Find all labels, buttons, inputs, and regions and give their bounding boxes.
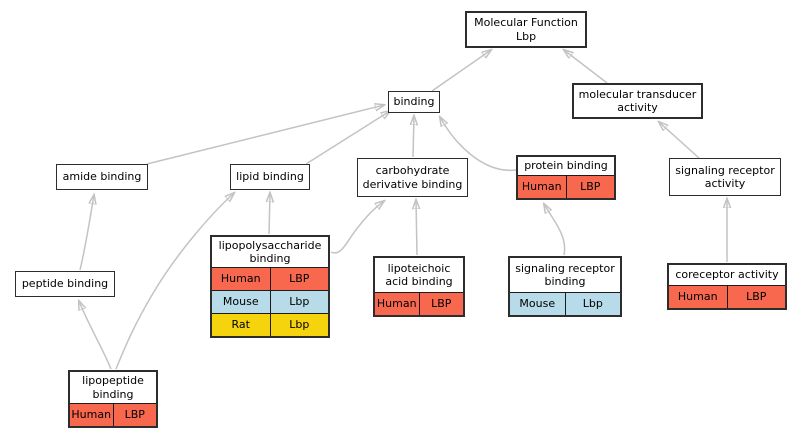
edge-lipoteichoic-acid-binding-to-carbohydrate-derivative-binding xyxy=(416,200,417,256)
node-carbohydrate-derivative-binding[interactable]: carbohydrate derivative binding xyxy=(357,158,468,197)
annotation-row-rat: Rat Lbp xyxy=(212,313,328,336)
node-lipid-binding[interactable]: lipid binding xyxy=(230,164,310,190)
gene-cell[interactable]: Lbp xyxy=(564,293,620,315)
node-amide-binding-label: amide binding xyxy=(62,170,142,184)
annotation-row-human: Human LBP xyxy=(669,285,785,308)
edge-peptide-binding-to-amide-binding xyxy=(79,195,94,271)
node-signaling-receptor-binding-label: signaling receptor binding xyxy=(515,261,615,288)
node-lipopolysaccharide-binding-title: lipopolysaccharide binding xyxy=(212,237,328,267)
edge-lipopeptide-binding-to-peptide-binding xyxy=(79,301,112,370)
gene-cell[interactable]: LBP xyxy=(269,268,328,290)
edge-lipopolysaccharide-binding-to-lipid-binding xyxy=(269,193,270,235)
annotation-row-human: Human LBP xyxy=(375,292,463,315)
species-cell: Rat xyxy=(212,314,270,336)
node-signaling-receptor-activity[interactable]: signaling receptor activity xyxy=(669,158,781,196)
species-cell: Mouse xyxy=(510,293,565,315)
species-cell: Human xyxy=(70,404,113,426)
node-carbohydrate-derivative-binding-label: carbohydrate derivative binding xyxy=(362,164,463,191)
gene-cell[interactable]: LBP xyxy=(112,404,156,426)
node-peptide-binding-label: peptide binding xyxy=(21,277,109,291)
node-molecular-function-lbp[interactable]: Molecular Function Lbp xyxy=(465,11,587,48)
species-cell: Human xyxy=(669,286,727,308)
node-binding[interactable]: binding xyxy=(388,91,440,113)
edge-signaling-receptor-binding-to-protein-binding xyxy=(544,204,566,256)
edge-signaling-receptor-activity-to-molecular-transducer-activity xyxy=(659,122,700,159)
edge-protein-binding-to-binding xyxy=(440,117,517,171)
node-coreceptor-activity[interactable]: coreceptor activity Human LBP xyxy=(667,263,787,310)
node-protein-binding-label: protein binding xyxy=(524,159,608,173)
annotation-row-mouse: Mouse Lbp xyxy=(212,290,328,313)
node-molecular-transducer-activity-label: molecular transducer activity xyxy=(578,87,697,114)
node-binding-label: binding xyxy=(393,95,435,109)
node-lipopolysaccharide-binding[interactable]: lipopolysaccharide binding Human LBP Mou… xyxy=(210,235,330,338)
node-lipid-binding-label: lipid binding xyxy=(236,170,304,184)
species-cell: Mouse xyxy=(212,291,270,313)
node-lipopolysaccharide-binding-label: lipopolysaccharide binding xyxy=(218,238,322,265)
annotation-row-human: Human LBP xyxy=(518,175,614,198)
node-lipoteichoic-acid-binding-label: lipoteichoic acid binding xyxy=(385,261,453,288)
node-coreceptor-activity-title: coreceptor activity xyxy=(669,265,785,285)
node-molecular-function-lbp-label: Molecular Function Lbp xyxy=(474,16,578,43)
annotation-row-mouse: Mouse Lbp xyxy=(510,292,620,315)
edge-lipid-binding-to-binding xyxy=(305,111,390,165)
annotation-row-human: Human LBP xyxy=(70,403,156,426)
node-protein-binding-title: protein binding xyxy=(518,157,614,175)
edge-carbohydrate-derivative-binding-to-binding xyxy=(413,116,414,158)
gene-cell[interactable]: LBP xyxy=(726,286,785,308)
species-cell: Human xyxy=(212,268,270,290)
species-cell: Human xyxy=(375,293,419,315)
gene-cell[interactable]: LBP xyxy=(565,176,614,198)
node-lipoteichoic-acid-binding-title: lipoteichoic acid binding xyxy=(375,258,463,292)
gene-cell[interactable]: Lbp xyxy=(269,314,328,336)
node-lipopeptide-binding-title: lipopeptide binding xyxy=(70,372,156,403)
node-protein-binding[interactable]: protein binding Human LBP xyxy=(516,155,616,200)
gene-cell[interactable]: LBP xyxy=(418,293,463,315)
species-cell: Human xyxy=(518,176,566,198)
node-peptide-binding[interactable]: peptide binding xyxy=(15,271,115,297)
node-lipopeptide-binding-label: lipopeptide binding xyxy=(82,374,144,401)
node-coreceptor-activity-label: coreceptor activity xyxy=(675,268,779,282)
node-signaling-receptor-binding-title: signaling receptor binding xyxy=(510,258,620,292)
edge-lipopolysaccharide-binding-to-carbohydrate-derivative-binding xyxy=(330,201,384,254)
annotation-row-human: Human LBP xyxy=(212,267,328,290)
edge-binding-to-mf-lbp xyxy=(431,50,491,92)
edge-amide-binding-to-binding xyxy=(146,105,384,165)
edge-lipopeptide-binding-to-lipid-binding xyxy=(115,193,234,370)
gene-cell[interactable]: Lbp xyxy=(269,291,328,313)
node-signaling-receptor-activity-label: signaling receptor activity xyxy=(675,163,775,190)
node-lipopeptide-binding[interactable]: lipopeptide binding Human LBP xyxy=(68,370,158,428)
edge-molecular-transducer-activity-to-mf-lbp xyxy=(564,50,608,84)
node-amide-binding[interactable]: amide binding xyxy=(56,164,148,190)
node-molecular-transducer-activity[interactable]: molecular transducer activity xyxy=(572,83,703,119)
node-signaling-receptor-binding[interactable]: signaling receptor binding Mouse Lbp xyxy=(508,256,622,317)
node-lipoteichoic-acid-binding[interactable]: lipoteichoic acid binding Human LBP xyxy=(373,256,465,317)
